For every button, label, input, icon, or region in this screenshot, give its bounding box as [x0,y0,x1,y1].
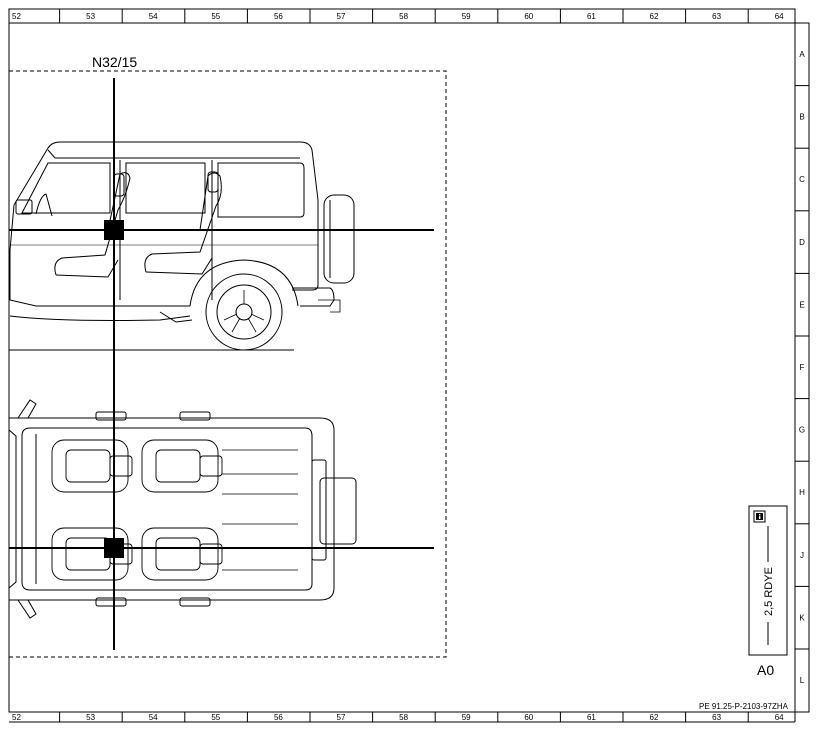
wire-callout: 2,5 RDYE A0 [748,505,788,678]
component-locator [9,78,434,650]
column-label: 56 [274,713,283,722]
column-label: 61 [587,12,596,21]
component-marker-top[interactable] [104,538,124,558]
component-label: N32/15 [92,54,137,70]
column-label: 58 [399,12,408,21]
column-label: 60 [524,713,533,722]
column-label: 64 [775,713,784,722]
row-label: B [799,113,804,122]
row-label: J [800,551,804,560]
vehicle-side-view [9,141,355,351]
column-label: 60 [524,12,533,21]
column-label: 52 [12,713,21,722]
row-label: L [800,676,805,685]
column-label: 55 [211,713,220,722]
wire-color-label: 2,5 RDYE [763,567,775,616]
document-code: PE 91.25-P-2103-97ZHA [699,702,789,711]
column-label: 59 [462,713,471,722]
row-label: C [799,175,805,184]
column-label: 54 [149,12,158,21]
row-ruler: A B C D E F G H J K L [795,50,809,685]
connector-label: A0 [757,662,774,678]
column-label: 64 [775,12,784,21]
column-label: 58 [399,713,408,722]
row-label: K [799,613,805,622]
column-label: 57 [337,12,346,21]
column-ruler: 52 52 53 53 54 54 55 55 56 56 57 57 58 58 59 59 60 60 61 61… [12,9,784,722]
row-label: F [800,363,805,372]
column-label: 52 [12,12,21,21]
row-label: H [799,488,805,497]
column-label: 61 [587,713,596,722]
column-label: 53 [86,713,95,722]
column-label: 57 [337,713,346,722]
column-label: 63 [712,713,721,722]
info-icon[interactable] [753,510,766,523]
row-label: G [799,426,805,435]
column-label: 56 [274,12,283,21]
component-boundary [9,70,447,658]
column-label: 62 [650,12,659,21]
row-label: D [799,238,805,247]
column-label: 62 [650,713,659,722]
component-marker-side[interactable] [104,220,124,240]
row-label: A [799,50,805,59]
column-label: 59 [462,12,471,21]
column-label: 53 [86,12,95,21]
vehicle-top-view [8,399,357,619]
drawing-frame [8,8,810,723]
column-label: 55 [211,12,220,21]
column-label: 63 [712,12,721,21]
row-label: E [799,300,804,309]
column-label: 54 [149,713,158,722]
